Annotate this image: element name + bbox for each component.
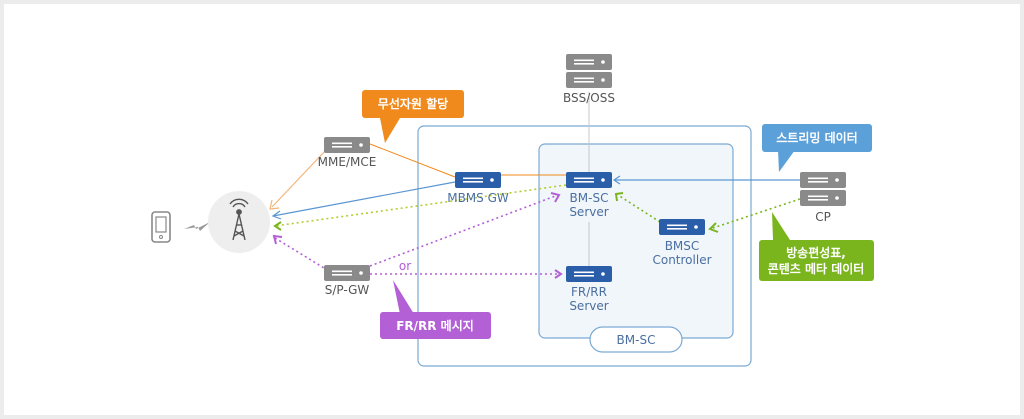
mbms-gw-server-icon[interactable] [455,172,501,188]
mme-label: MME/MCE [318,155,377,169]
arrowhead-purple-frrr [554,269,563,279]
bmsc-server-icon[interactable] [566,172,612,188]
diagram-canvas: BM-SC or MME/MCE [4,4,1020,415]
mbms-gw-label: MBMS GW [447,191,509,205]
callout-streaming: 스트리밍 데이터 [762,124,872,172]
bmsc-controller-label-2: Controller [652,253,711,267]
bss-label: BSS/OSS [563,91,615,105]
bmsc-controller-server-icon[interactable] [659,219,705,235]
callout-radio-alloc-text: 무선자원 할당 [378,96,448,111]
cp-to-controller-green [709,198,801,230]
lightning-icon [184,222,210,231]
cp-server-icon-lower [800,190,846,206]
bmsc-to-enb-green [274,184,567,227]
bmsc-group-label: BM-SC [617,333,656,347]
controller-to-bmsc-green [617,194,661,223]
cp-server-icon[interactable] [800,172,846,188]
callout-schedule-text-2: 콘텐츠 메타 데이터 [768,261,865,276]
arrowhead-blue-enb [271,210,282,220]
network-diagram: BM-SC or MME/MCE [151,54,874,367]
frrr-server-icon[interactable] [566,266,612,282]
mbms-to-enb-stream [272,181,456,217]
mme-server-icon[interactable] [324,137,370,153]
cp-label: CP [815,210,831,224]
arrowhead-purple-bmsc [550,192,561,203]
frrr-label-1: FR/RR [571,285,607,299]
spgw-to-bmsc-purple [369,194,559,267]
arrowhead-purple-enb [272,234,283,245]
or-label: or [399,259,411,273]
spgw-label: S/P-GW [325,283,370,297]
frrr-label-2: Server [569,299,608,313]
bmsc-controller-label-1: BMSC [665,239,700,253]
enb-to-spgw-purple [274,237,325,269]
bmsc-server-label-2: Server [569,205,608,219]
callout-radio-alloc: 무선자원 할당 [362,90,464,143]
callout-schedule: 방송편성표, 콘텐츠 메타 데이터 [759,212,874,281]
callout-schedule-text-1: 방송편성표, [786,245,846,260]
cell-tower-icon [229,198,249,241]
enb-node[interactable] [208,191,270,253]
spgw-server-icon[interactable] [324,265,370,281]
arrowhead-green-ctrl [708,222,719,233]
arrowhead-green-bmsc [614,192,624,202]
bmsc-server-label-1: BM-SC [570,191,609,205]
callout-streaming-text: 스트리밍 데이터 [776,130,857,145]
smartphone-icon [151,211,171,243]
arrowhead-green [273,221,282,231]
callout-frrr-msg: FR/RR 메시지 [380,280,491,339]
mme-to-enb-link [271,149,327,208]
mme-to-mbms-link [369,143,456,178]
arrowhead-blue [612,175,621,185]
bss-server-icon[interactable] [566,54,612,70]
callout-frrr-msg-text: FR/RR 메시지 [396,318,474,333]
arrowhead-orange [269,199,280,210]
bmsc-group-pill [589,326,683,353]
bss-server-icon-lower [566,72,612,88]
